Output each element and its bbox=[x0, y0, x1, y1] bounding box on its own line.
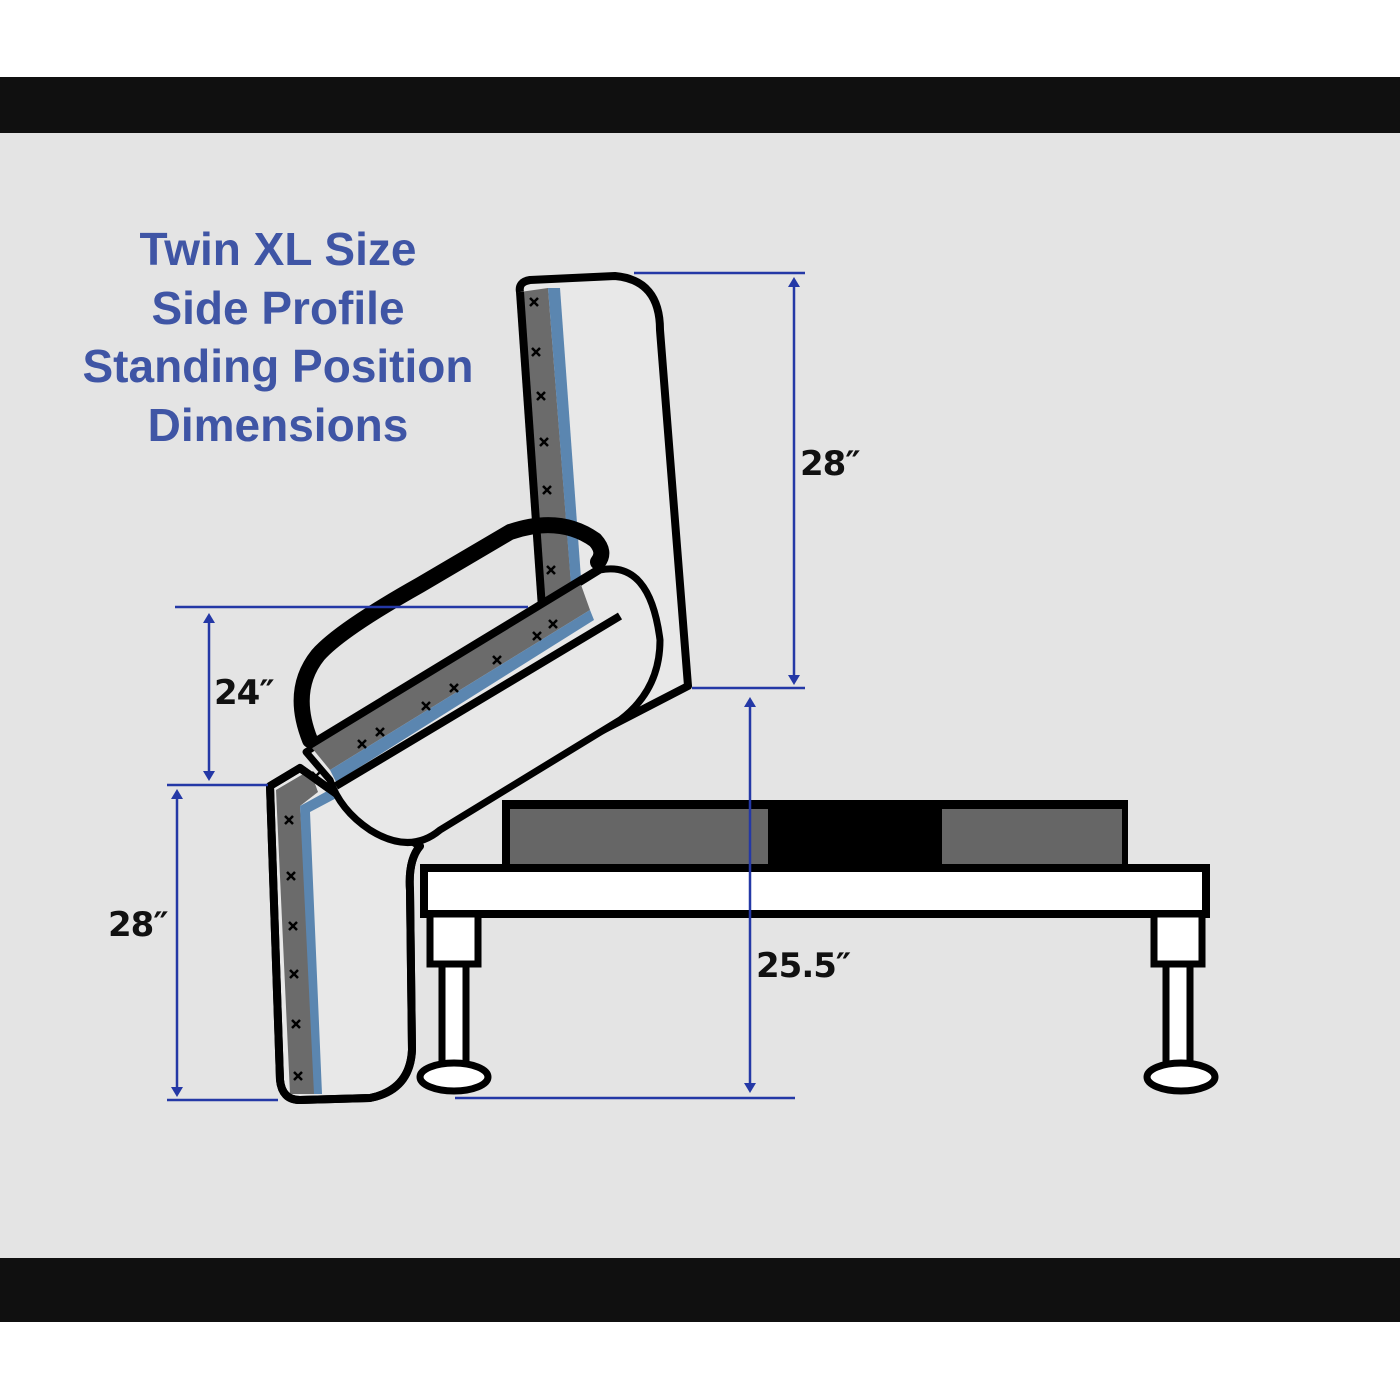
backrest-height-label: 28″ bbox=[800, 444, 861, 484]
title-line-1: Twin XL Size bbox=[139, 223, 417, 275]
top-margin bbox=[0, 0, 1400, 77]
seat-cushion bbox=[302, 562, 664, 846]
armrest bbox=[293, 517, 610, 748]
dimension-lines bbox=[167, 271, 805, 1102]
top-letterbox-band bbox=[0, 77, 1400, 133]
overall-height-label: 25.5″ bbox=[756, 946, 851, 986]
title-line-2: Side Profile bbox=[151, 281, 405, 334]
sofa-base bbox=[266, 764, 424, 1104]
title-line-3: Standing Position bbox=[82, 340, 474, 392]
bottom-margin bbox=[0, 1322, 1400, 1400]
arm-height-label: 24″ bbox=[214, 673, 275, 713]
bed-frame bbox=[416, 800, 1219, 1095]
diagram-title: Twin XL Size Side Profile Standing Posit… bbox=[40, 220, 516, 454]
stitch-marks bbox=[284, 297, 558, 1081]
base-height-label: 28″ bbox=[108, 905, 169, 945]
bottom-letterbox-band bbox=[0, 1258, 1400, 1322]
title-line-4: Dimensions bbox=[147, 398, 409, 451]
